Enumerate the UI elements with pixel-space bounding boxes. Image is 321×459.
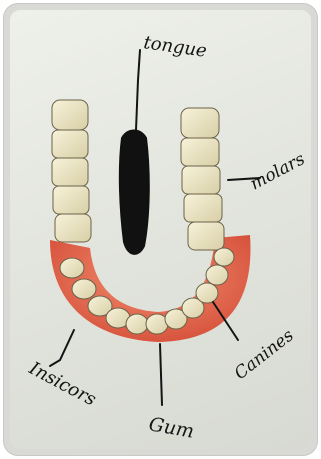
label-incisors: Insicors bbox=[25, 357, 100, 410]
label-molars: molars bbox=[247, 149, 309, 194]
dental-model-photo: tongue molars Canines Gum Insicors bbox=[10, 10, 311, 449]
label-tongue: tongue bbox=[142, 32, 208, 62]
label-gum: Gum bbox=[147, 413, 196, 443]
photo-frame: tongue molars Canines Gum Insicors bbox=[4, 4, 317, 455]
right-molars bbox=[181, 108, 224, 250]
label-canines: Canines bbox=[231, 325, 298, 384]
dental-model-illustration: tongue molars Canines Gum Insicors bbox=[10, 10, 311, 449]
left-molars bbox=[52, 100, 91, 242]
tongue-scribble bbox=[120, 131, 149, 254]
